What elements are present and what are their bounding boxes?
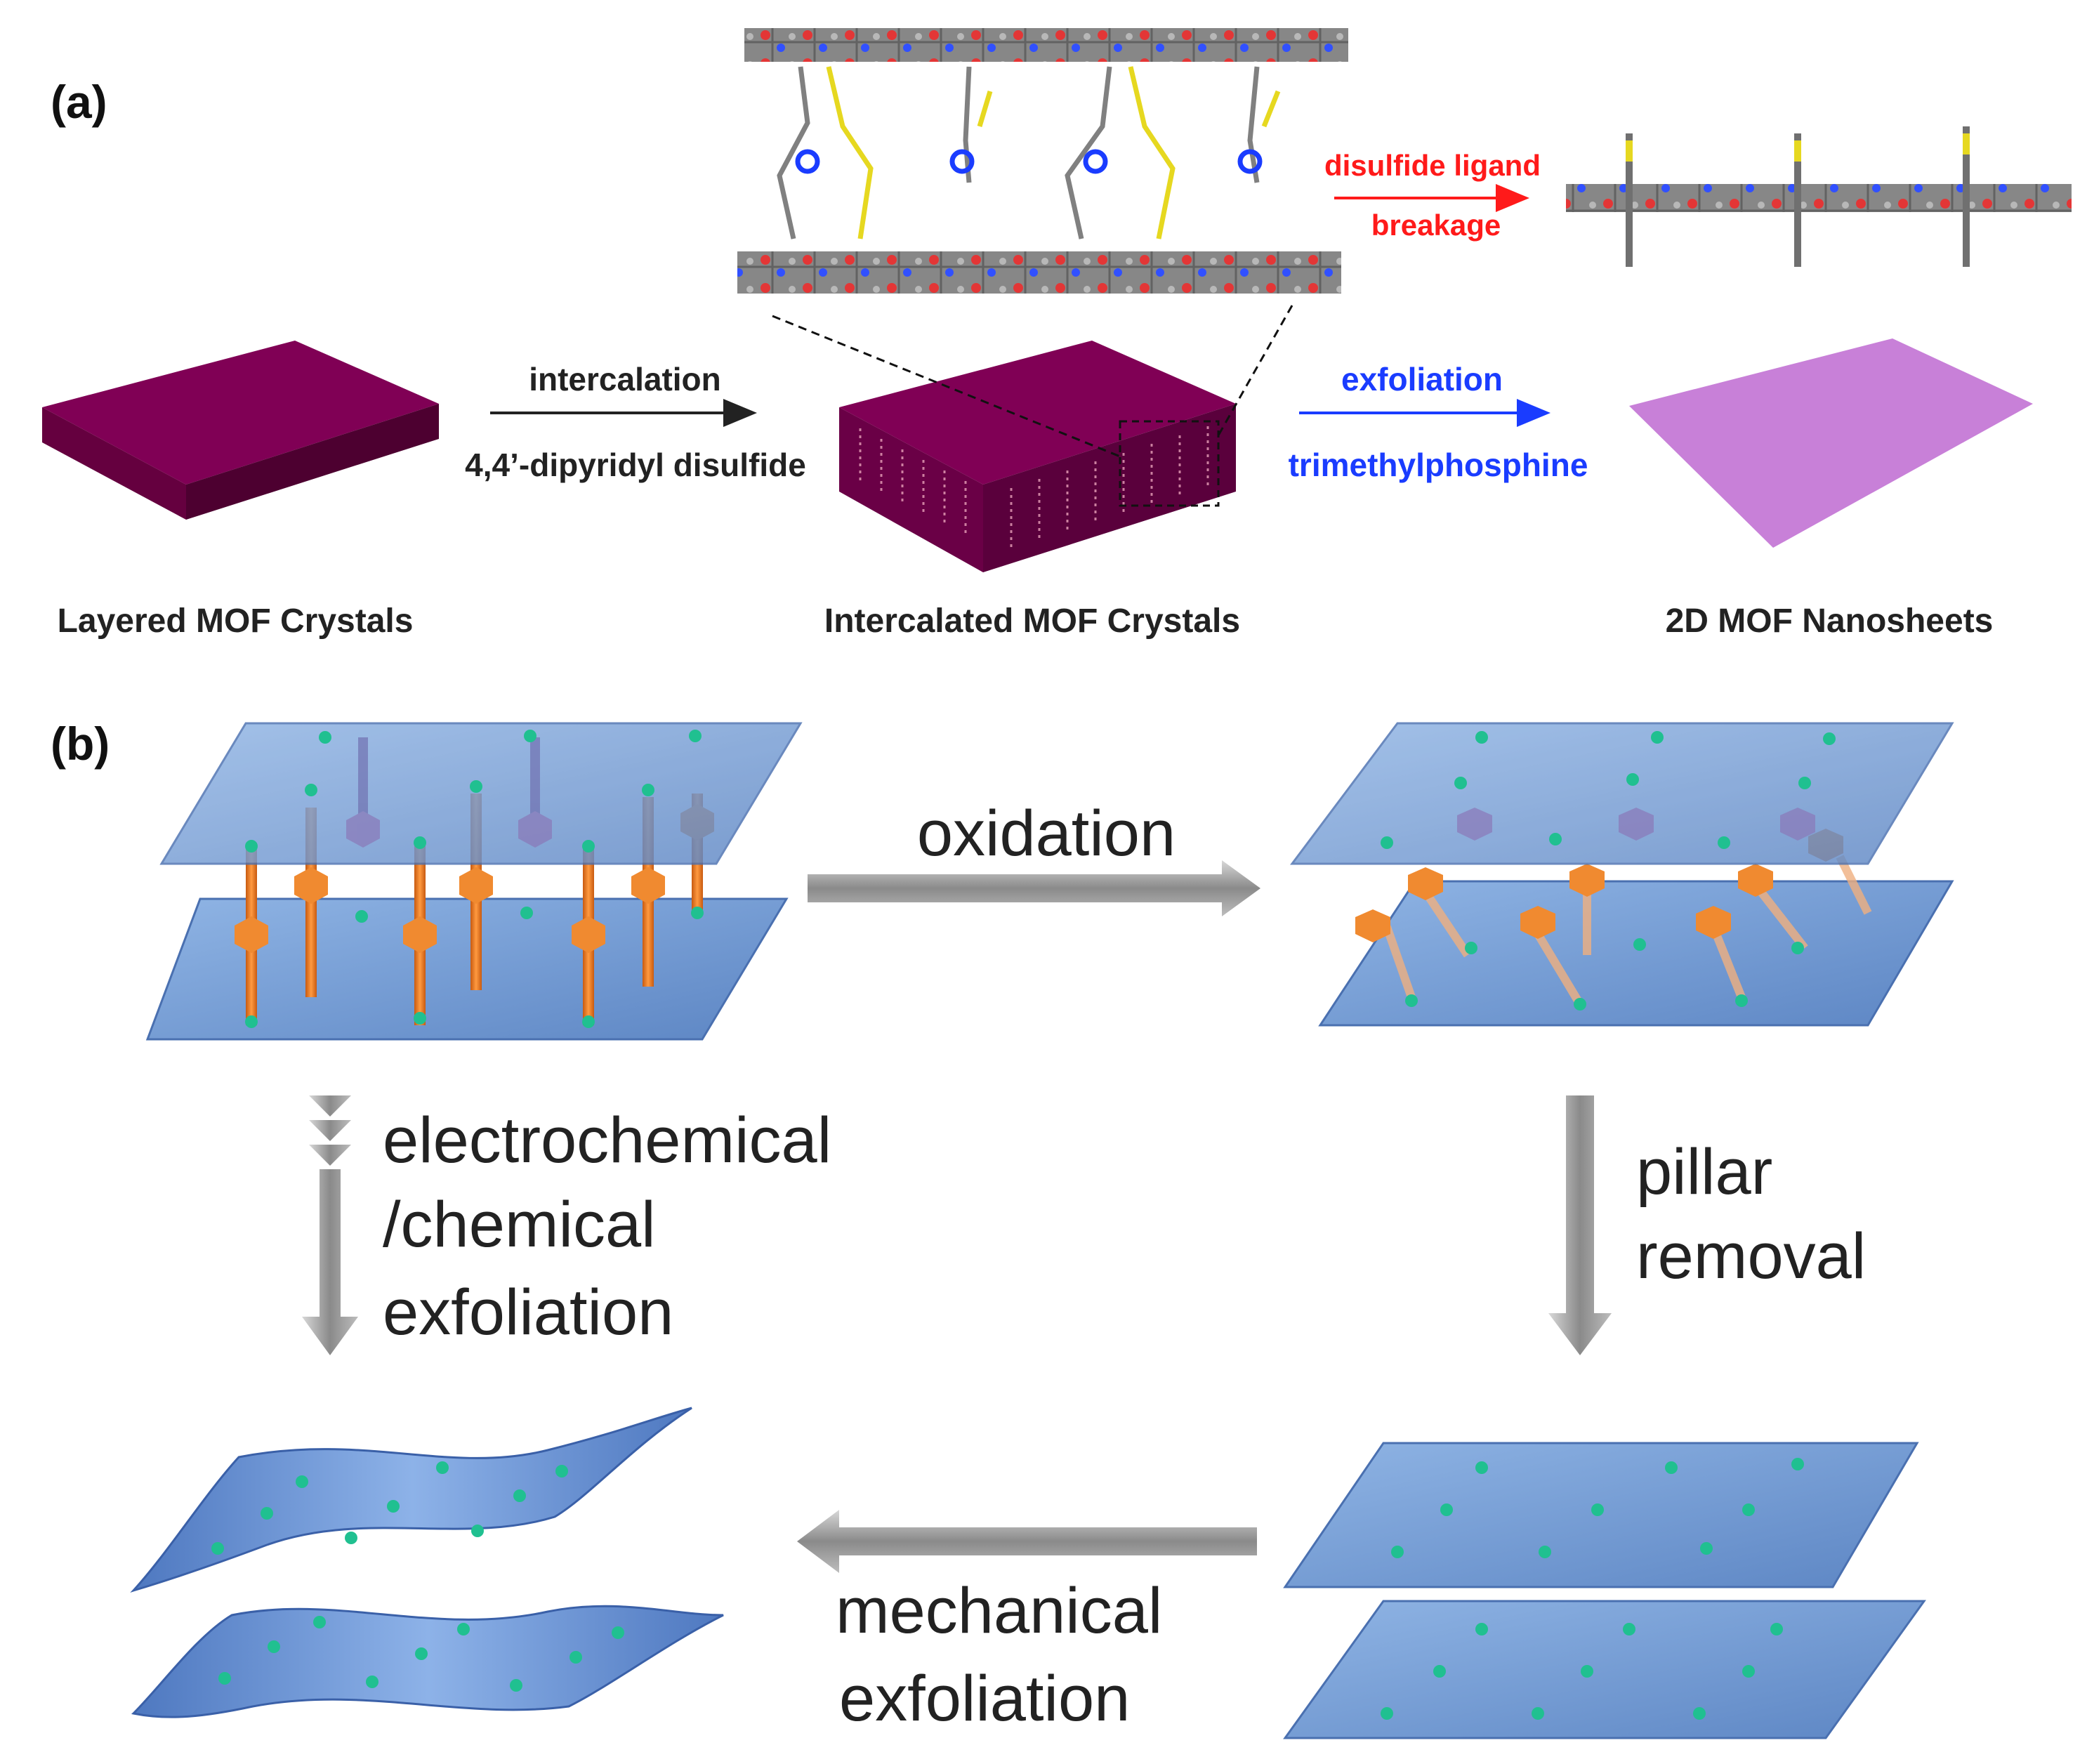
zoom-region-box	[1119, 420, 1220, 507]
electrochemical-line1: electrochemical	[383, 1105, 831, 1176]
molecular-layer-top	[744, 28, 1348, 62]
metal-nodes	[245, 730, 704, 1028]
molecular-layer-bottom	[737, 251, 1341, 294]
pillar-removal-line2: removal	[1636, 1220, 1866, 1292]
layered-mof-crystal	[42, 341, 439, 520]
electrochemical-line3: exfoliation	[383, 1277, 673, 1348]
oxidation-step: oxidation	[808, 798, 1260, 916]
panel-a-label: (a)	[51, 76, 107, 128]
intercalated-mof-crystal	[772, 305, 1293, 572]
mechanical-step: mechanical exfoliation	[797, 1510, 1257, 1735]
pillar-removal-arrow	[1548, 1095, 1612, 1355]
oxidized-upper-stubs	[1457, 808, 1815, 841]
electrochemical-step: electrochemical /chemical exfoliation	[302, 1095, 831, 1355]
disulfide-pillars	[777, 66, 1281, 239]
exfoliation-label: exfoliation	[1341, 361, 1503, 397]
wavy-sheet-bottom	[131, 1605, 724, 1718]
oxidation-label: oxidation	[917, 798, 1176, 869]
intercalation-step: intercalation 4,4’-dipyridyl disulfide	[465, 361, 806, 483]
separated-flat-sheets	[1283, 1442, 1926, 1739]
ligand-breakage-line2: breakage	[1371, 209, 1501, 242]
panel-b-label: (b)	[51, 718, 110, 770]
mechanical-line2: exfoliation	[839, 1663, 1130, 1735]
wavy-nanosheets	[130, 1407, 724, 1718]
pillar-removal-step: pillar removal	[1548, 1095, 1866, 1355]
zoom-line-right	[1217, 305, 1293, 436]
wavy-sheet-top	[130, 1407, 692, 1593]
oxidized-bilayer	[1290, 722, 1954, 1027]
zoom-line-left	[772, 315, 1121, 458]
flat-metal-nodes	[1381, 1458, 1804, 1720]
exfoliation-step: exfoliation trimethylphosphine	[1289, 361, 1588, 483]
exfoliated-molecular-strip	[1566, 126, 2072, 267]
molecular-structure-inset	[737, 28, 1348, 294]
upper-pillar-stubs	[346, 737, 552, 848]
oxidized-metal-nodes	[1381, 731, 1836, 1011]
pillar-removal-line1: pillar	[1636, 1136, 1772, 1208]
pillared-top-sheet	[159, 722, 803, 865]
ligand-breakage-line1: disulfide ligand	[1324, 149, 1541, 182]
mof-nanosheet	[1629, 338, 2033, 548]
mechanical-arrow	[797, 1510, 1257, 1573]
stage-label-nanosheets: 2D MOF Nanosheets	[1666, 603, 1994, 640]
stage-label-layered: Layered MOF Crystals	[58, 603, 414, 640]
tilted-pillars	[1383, 855, 1872, 1007]
pillared-bilayer	[145, 722, 803, 1041]
mechanical-line1: mechanical	[836, 1575, 1162, 1647]
intercalation-label: intercalation	[529, 361, 721, 397]
wavy-metal-nodes	[211, 1461, 624, 1692]
ligand-breakage-step: disulfide ligand breakage	[1324, 149, 1541, 242]
oxidation-arrow	[808, 860, 1260, 916]
electrochemical-line2: /chemical	[383, 1189, 656, 1261]
pillared-bottom-sheet	[145, 897, 789, 1041]
exfoliant-name: trimethylphosphine	[1289, 447, 1588, 483]
electrochemical-arrow	[302, 1169, 358, 1355]
flat-sheet-top	[1283, 1442, 1919, 1588]
chevron-stack-icon	[309, 1095, 351, 1166]
flat-sheet-bottom	[1283, 1600, 1926, 1739]
intercalant-name: 4,4’-dipyridyl disulfide	[465, 447, 806, 483]
stage-label-intercalated: Intercalated MOF Crystals	[824, 603, 1240, 640]
